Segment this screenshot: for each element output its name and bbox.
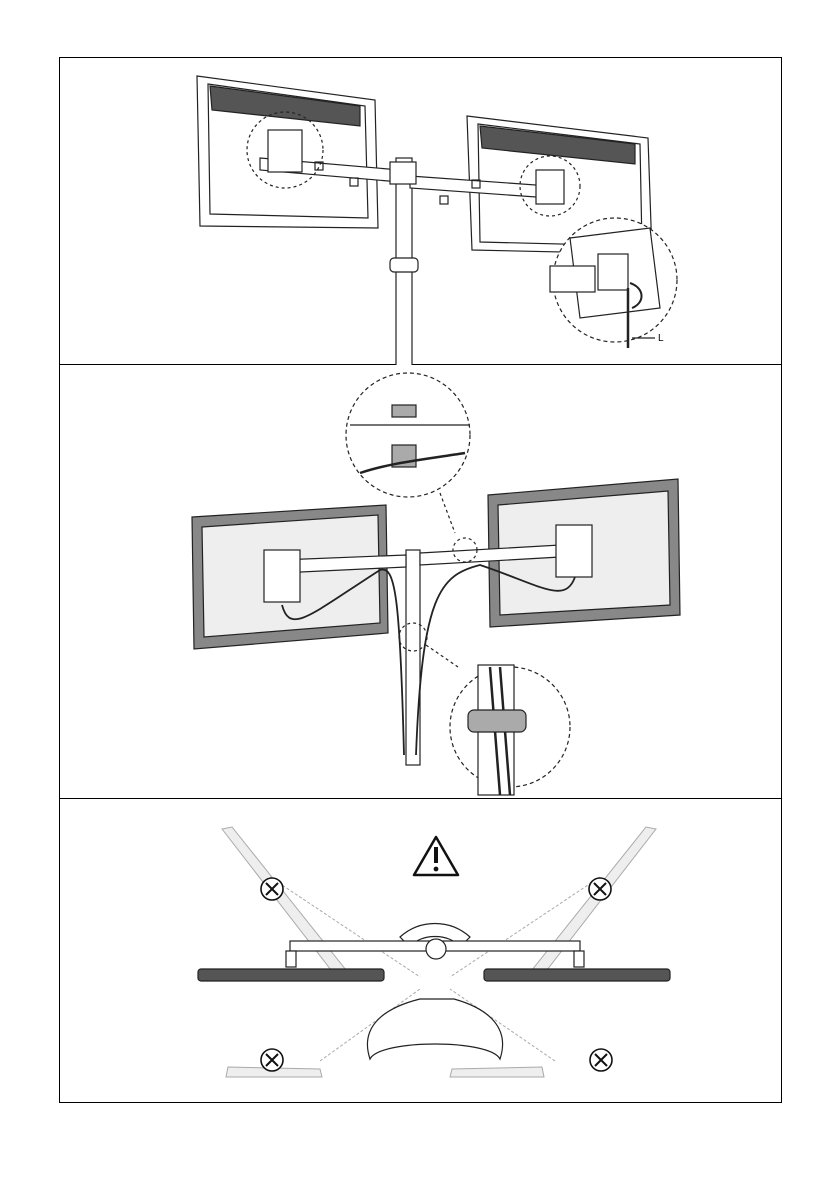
desk-base [367,999,502,1059]
panel-step-3 [60,799,781,1102]
prohibit-x-icon [261,1049,283,1071]
instruction-page-frame: L [59,57,782,1103]
center-hub [426,939,446,959]
right-vesa-plate [556,525,592,577]
rear-view-illustration: L [60,58,783,365]
prohibit-x-icon [589,878,611,900]
arm-hub [390,162,416,184]
prohibit-x-icon [590,1049,612,1071]
pole-front [406,550,420,765]
top-view-illustration [60,799,783,1102]
panel-step-2 [60,365,781,799]
left-vesa-plate [264,550,300,602]
left-monitor-top [198,969,384,981]
right-monitor-top [484,969,670,981]
pole-clip [390,258,418,272]
panel-step-1: L [60,58,781,365]
arm-clip-callout [346,373,470,497]
warning-triangle-icon [414,837,458,875]
prohibit-x-icon [261,878,283,900]
front-view-illustration [60,365,783,799]
callout-label-l: L [658,333,664,344]
